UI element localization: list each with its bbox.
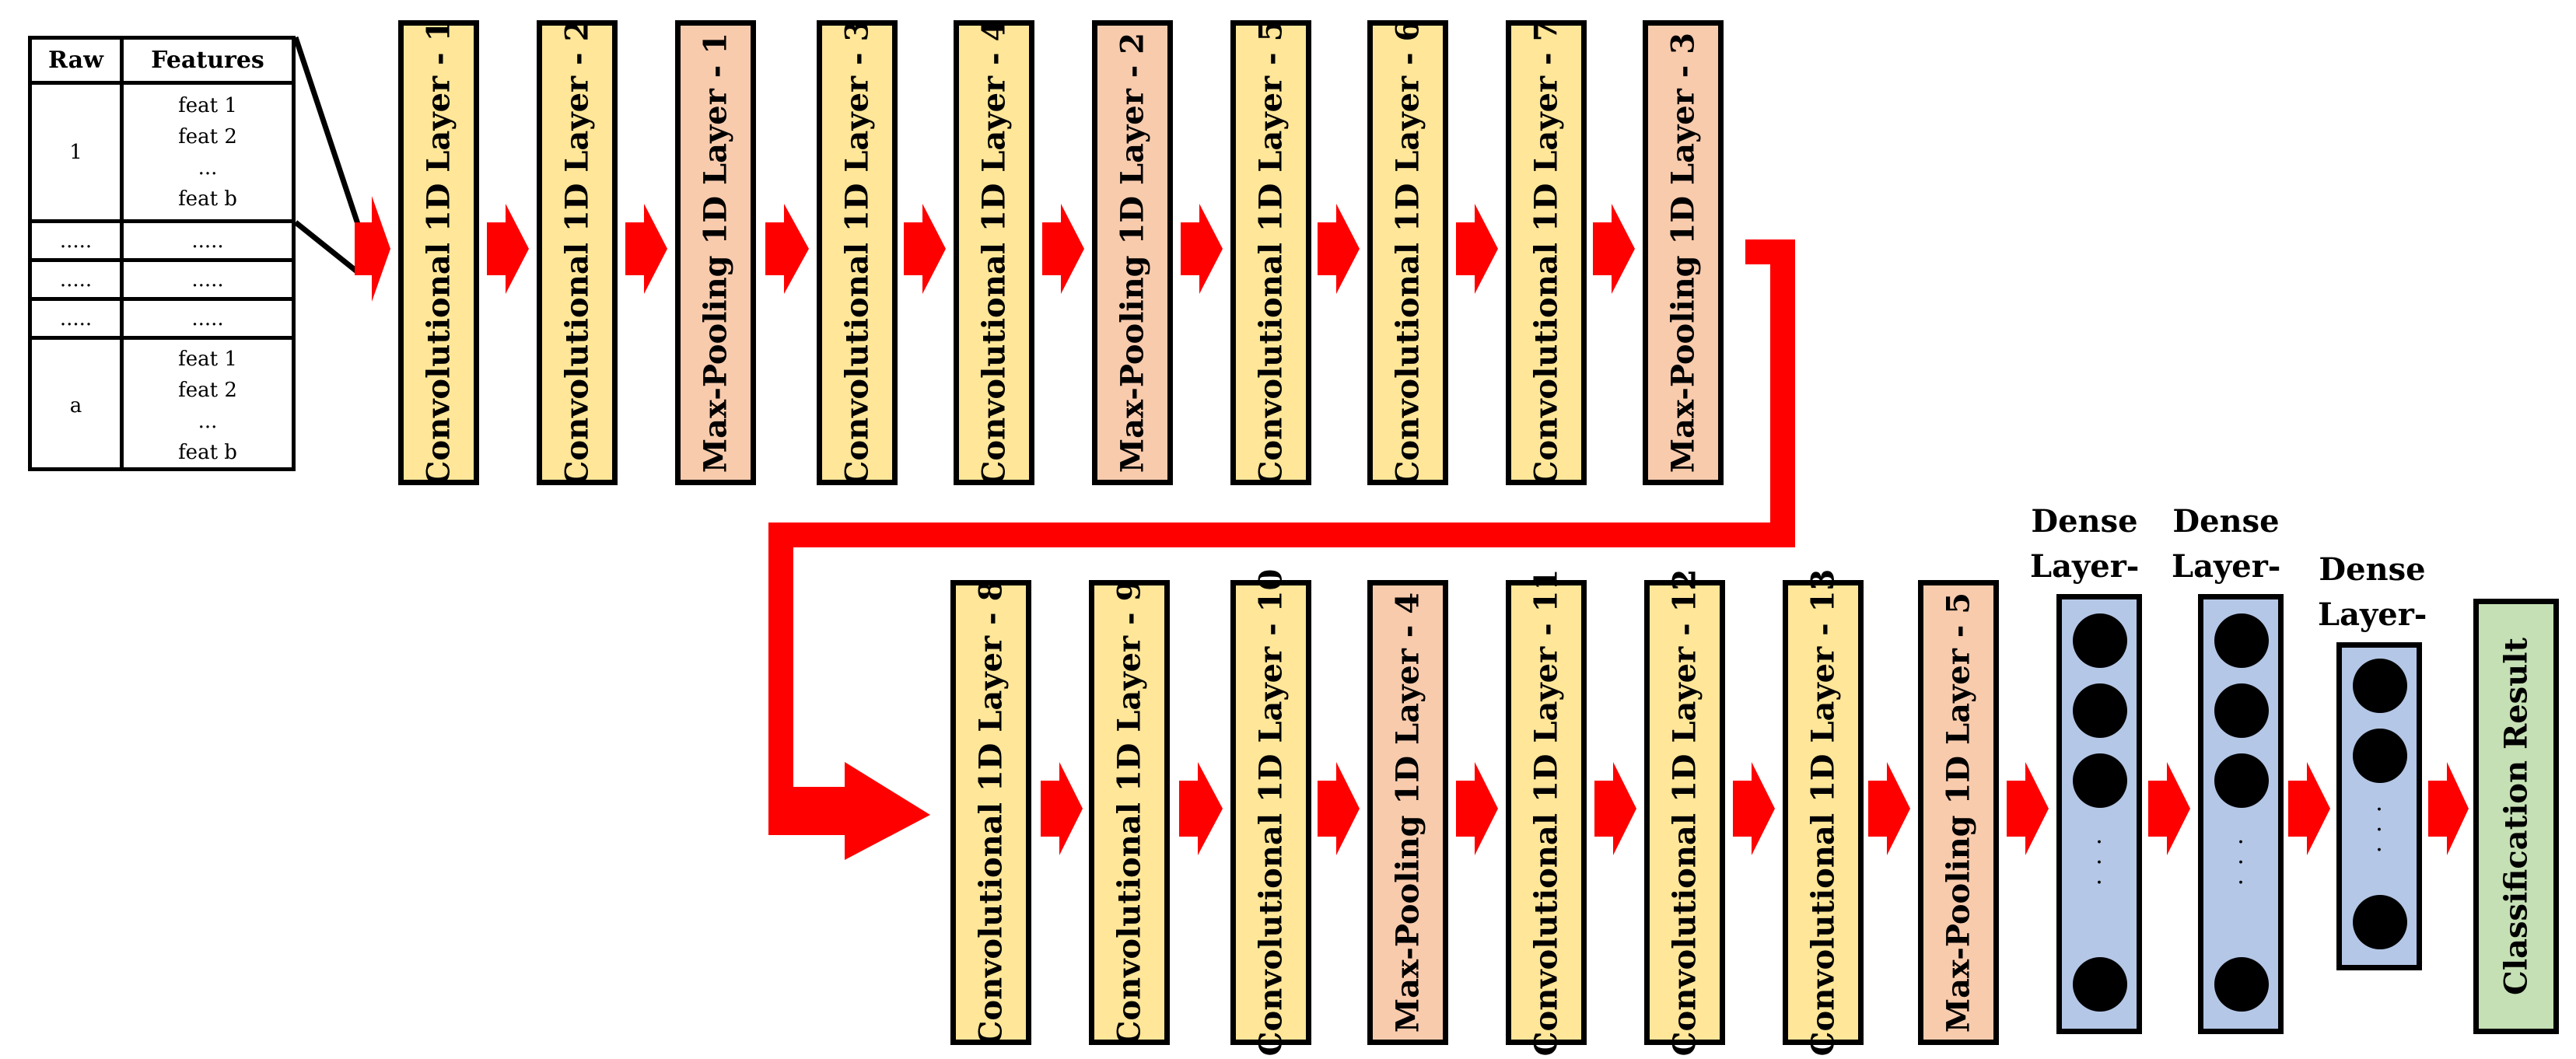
dense-layer-2-title: Dense Layer-2 [2172,499,2280,634]
neuron [2353,895,2407,949]
feature-item: ..... [191,267,224,292]
table-cell-raw: a [32,340,124,471]
dense-layer-3: ··· [2336,642,2422,970]
conv1d-layer-3: Convolutional 1D Layer - 3 [817,20,898,485]
neuron [2073,683,2127,738]
flow-arrow [1318,204,1360,294]
flow-arrow [1181,204,1223,294]
table-cell-features: feat 1 feat 2 ... feat b [124,340,292,471]
table-header-features: Features [151,46,264,74]
flow-arrow [1456,204,1498,294]
flow-arrow [1733,762,1775,855]
flow-arrow [1179,762,1223,855]
table-cell-features: ..... [124,223,292,258]
flow-arrow [1868,762,1910,855]
maxpool1d-layer-4: Max-Pooling 1D Layer - 4 [1367,580,1448,1045]
flow-arrow [2148,762,2190,855]
flow-arrow [487,204,529,294]
conv1d-layer-12: Convolutional 1D Layer - 12 [1644,569,1725,1056]
table-cell-features: ..... [124,262,292,297]
neuron [2214,613,2269,668]
neuron [2214,683,2269,738]
table-header-row: Raw Features [32,40,292,85]
feature-item: ... [198,409,218,433]
dense-title-line: Dense [2172,503,2280,540]
feature-item: ..... [191,229,224,253]
flow-arrow [765,204,809,294]
conv1d-layer-8: Convolutional 1D Layer - 8 [950,580,1031,1045]
table-connector-line [293,220,360,274]
neuron [2073,957,2127,1012]
table-cell-raw: ..... [32,301,124,336]
flow-arrow [1042,204,1084,294]
classification-result-box: Classification Result [2473,599,2559,1034]
ellipsis-dots: ··· [2237,829,2245,896]
feature-item: feat b [178,440,237,464]
feature-item: feat 1 [178,93,237,117]
flow-arrow [1041,762,1083,855]
conv1d-layer-1: Convolutional 1D Layer - 1 [398,20,479,485]
neuron [2073,753,2127,808]
feature-item: ... [198,156,218,180]
feature-item: feat 2 [178,124,237,149]
table-row: a feat 1 feat 2 ... feat b [32,340,292,471]
table-cell-raw: ..... [32,223,124,258]
conv1d-layer-13: Convolutional 1D Layer - 13 [1783,569,1864,1056]
dense-title-line: Dense [2031,503,2138,540]
maxpool1d-layer-2: Max-Pooling 1D Layer - 2 [1092,20,1173,485]
maxpool1d-layer-1: Max-Pooling 1D Layer - 1 [675,20,756,485]
feature-item: feat 2 [178,378,237,402]
conv1d-layer-5: Convolutional 1D Layer - 5 [1230,20,1311,485]
table-cell-raw: ..... [32,262,124,297]
flow-arrow [904,204,946,294]
neuron [2353,729,2407,783]
flow-arrow [2007,762,2049,855]
flow-arrow [625,204,667,294]
table-header-raw: Raw [32,40,124,81]
flow-arrow [2428,762,2469,855]
input-data-table: Raw Features 1 feat 1 feat 2 ... feat b … [28,36,296,471]
dense-title-line: Dense [2319,551,2426,588]
feature-item: feat b [178,187,237,211]
flow-arrow [1456,762,1498,855]
conv1d-layer-6: Convolutional 1D Layer - 6 [1367,20,1448,485]
conv1d-layer-11: Convolutional 1D Layer - 11 [1506,569,1587,1056]
flow-arrow [1593,204,1635,294]
conv1d-layer-7: Convolutional 1D Layer - 7 [1506,20,1587,485]
flow-arrow [355,196,390,302]
neuron [2073,613,2127,668]
dense-layer-2: ··· [2198,594,2284,1034]
wrap-connector-arrow [768,239,1795,860]
table-row: ..... ..... [32,301,292,340]
neuron [2353,659,2407,713]
table-row: ..... ..... [32,262,292,301]
table-cell-features: ..... [124,301,292,336]
table-cell-features: feat 1 feat 2 ... feat b [124,85,292,219]
table-row: 1 feat 1 feat 2 ... feat b [32,85,292,223]
table-connector-line [292,36,361,225]
table-cell-raw: 1 [32,85,124,219]
ellipsis-dots: ··· [2095,829,2103,896]
conv1d-layer-2: Convolutional 1D Layer - 2 [537,20,618,485]
neuron [2214,957,2269,1012]
feature-item: ..... [191,306,224,330]
maxpool1d-layer-5: Max-Pooling 1D Layer - 5 [1918,580,1999,1045]
maxpool1d-layer-3: Max-Pooling 1D Layer - 3 [1643,20,1724,485]
dense-layer-1: ··· [2056,594,2142,1034]
ellipsis-dots: ··· [2375,796,2383,864]
conv1d-layer-10: Convolutional 1D Layer - 10 [1230,569,1311,1056]
feature-item: feat 1 [178,347,237,371]
flow-arrow [2288,762,2330,855]
conv1d-layer-4: Convolutional 1D Layer - 4 [954,20,1034,485]
flow-arrow [1594,762,1636,855]
table-row: ..... ..... [32,223,292,262]
flow-arrow [1318,762,1360,855]
neuron [2214,753,2269,808]
conv1d-layer-9: Convolutional 1D Layer - 9 [1089,580,1170,1045]
